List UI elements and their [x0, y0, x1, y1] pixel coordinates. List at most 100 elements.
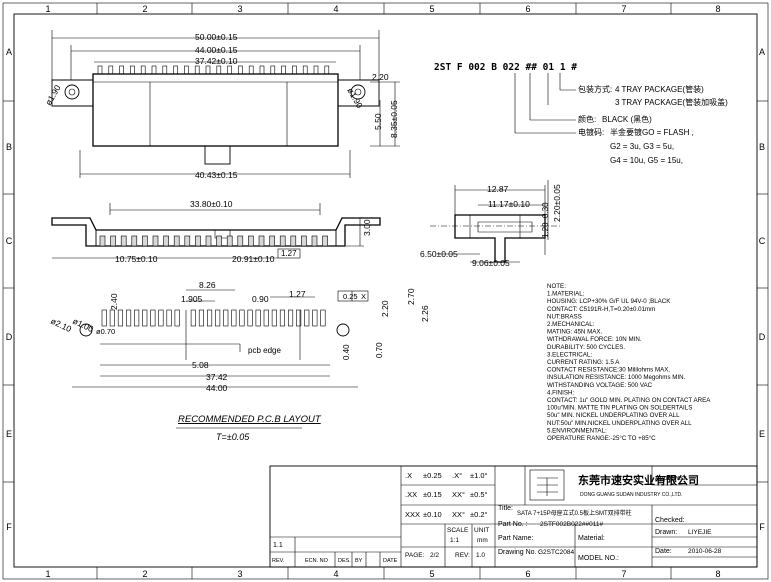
ang-1: .X° — [452, 471, 462, 480]
front-pin — [269, 235, 275, 247]
top-pin — [270, 65, 276, 75]
pcb-pad — [239, 309, 245, 327]
row-label-a: A — [6, 47, 12, 57]
pcb-pad — [101, 309, 107, 327]
part-code-string: 2ST F 002 B 022 ## 01 1 # — [434, 62, 577, 73]
dia-1-00: ø1.00 — [71, 316, 95, 334]
rev-header-des: DES. — [338, 558, 351, 564]
dim-40: 40.43±0.15 — [195, 170, 238, 180]
pcb-edge-label: pcb edge — [248, 346, 281, 355]
note-line: NUT:BRASS — [547, 313, 582, 320]
tol-xxx-val: ±0.10 — [423, 510, 442, 519]
col-label-4-bottom: 4 — [333, 569, 338, 579]
front-pin — [173, 235, 180, 247]
top-pin — [173, 65, 178, 75]
rev-header-date: DATE — [383, 558, 398, 564]
pack-option-2: 3 TRAY PACKAGE(管装加吸盖) — [615, 97, 728, 107]
top-pin — [248, 65, 254, 75]
note-line: OPERATURE RANGE:-25°C TO +85°C — [547, 435, 656, 442]
drawing-value: G2STC2084 — [538, 549, 575, 556]
dia-left: ø1.90 — [43, 83, 63, 107]
dim-1-905: 1.905 — [181, 294, 203, 304]
note-line: INSULATION RESISTANCE: 1000 Megohms MIN. — [547, 374, 686, 381]
scale-value: 1:1 — [450, 537, 459, 544]
note-line: 5.ENVIRONMENTAL: — [547, 427, 607, 434]
pcb-pad — [174, 309, 180, 327]
company-name-en: DONG GUANG SUDAN INDUSTRY CO.,LTD. — [580, 492, 683, 498]
material-label: Material: — [578, 535, 605, 542]
front-pin — [110, 235, 116, 247]
dim-1-20: 1.20 — [541, 222, 550, 238]
plating-label: 电镀码: — [578, 127, 604, 137]
dim-2-40: 2.40 — [109, 293, 119, 310]
dim-0-40: 0.40 — [342, 344, 351, 360]
dim-0-30: 0.30 — [541, 202, 550, 218]
dim-37-42: 37.42 — [206, 372, 228, 382]
top-pin — [130, 65, 135, 75]
unit-value: mm — [477, 537, 488, 544]
front-pin — [163, 235, 169, 247]
col-label-6: 6 — [525, 4, 530, 14]
ang-3: XX° — [452, 510, 465, 519]
partno-label: Part No. : — [498, 521, 528, 528]
top-pin — [151, 65, 157, 75]
datum-x: X — [361, 292, 366, 301]
rev-value: 1.0 — [476, 552, 485, 559]
pcb-pad — [109, 309, 115, 327]
dim-44-00: 44.00 — [206, 383, 228, 393]
note-line: MATING: 45N MAX. — [547, 329, 603, 336]
dim-3-00: 3.00 — [362, 219, 372, 236]
note-line: NOTE: — [547, 283, 566, 290]
notes-block: NOTE:1.MATERIAL: HOUSING: LCP+30% G/F UL… — [547, 283, 711, 442]
front-pin — [301, 235, 307, 247]
ang-2-val: ±0.5° — [470, 490, 488, 499]
column-ticks — [3, 3, 768, 579]
dim-5-08: 5.08 — [192, 360, 209, 370]
front-pin — [226, 235, 233, 247]
note-line: 1.MATERIAL: — [547, 291, 585, 298]
top-pin — [216, 65, 222, 75]
note-line: 4.FINISH: — [547, 389, 574, 396]
top-pin — [302, 65, 308, 75]
note-line: CONTACT: 1u" GOLD MIN. PLATING ON CONTAC… — [547, 397, 711, 404]
dim-2-20-pcb: 2.20 — [380, 300, 390, 317]
dim-8-26: 8.26 — [199, 280, 216, 290]
col-label-4: 4 — [333, 4, 338, 14]
dim-0-90: 0.90 — [252, 294, 269, 304]
tol-x-val: ±0.25 — [423, 471, 442, 480]
ang-2: XX° — [452, 490, 465, 499]
top-pin — [292, 65, 297, 75]
col-label-1: 1 — [45, 4, 50, 14]
pcb-pad — [312, 309, 318, 327]
note-line: NUT:50u" MIN.NICKEL UNDERPLATING OVER AL… — [547, 420, 692, 427]
dim-11-17: 11.17±0.10 — [488, 199, 530, 209]
top-pin — [162, 65, 168, 75]
front-pin — [184, 235, 191, 247]
pcb-pad — [304, 309, 310, 327]
front-pin — [237, 235, 244, 247]
row-label-a-right: A — [759, 47, 765, 57]
pcb-pad — [320, 309, 326, 327]
drawing-label: Drawing No. : — [498, 549, 540, 556]
pcb-pad — [126, 309, 132, 327]
dim-12-87: 12.87 — [487, 184, 509, 194]
pcb-tolerance: T=±0.05 — [216, 432, 250, 442]
dim-1-27: 1.27 — [289, 289, 306, 299]
partno-value: 2STF002B022##011# — [540, 521, 604, 528]
col-label-3: 3 — [237, 4, 242, 14]
plating-line-1: 半金要镀GO = FLASH , — [610, 127, 694, 137]
top-pin — [259, 65, 265, 75]
front-pin — [290, 235, 297, 247]
dim-33-80: 33.80±0.10 — [190, 199, 233, 209]
pcb-layout: 8.26 1.905 0.90 1.27 0.25 X 2.40 2.20 2.… — [49, 280, 430, 442]
pack-option-1: 4 TRAY PACKAGE(管装) — [615, 84, 704, 94]
front-pin — [258, 235, 265, 247]
unit-label: UNIT — [474, 527, 489, 534]
date-label: Date: — [655, 548, 672, 555]
note-line: 100u"MIN. MATTE TIN PLATING ON SOLDERTAI… — [547, 405, 692, 412]
row-label-d: D — [6, 332, 13, 342]
approved-label: Approved: — [655, 475, 687, 482]
title-label: Title: — [498, 505, 513, 512]
dim-50: 50.00±0.15 — [195, 32, 238, 42]
